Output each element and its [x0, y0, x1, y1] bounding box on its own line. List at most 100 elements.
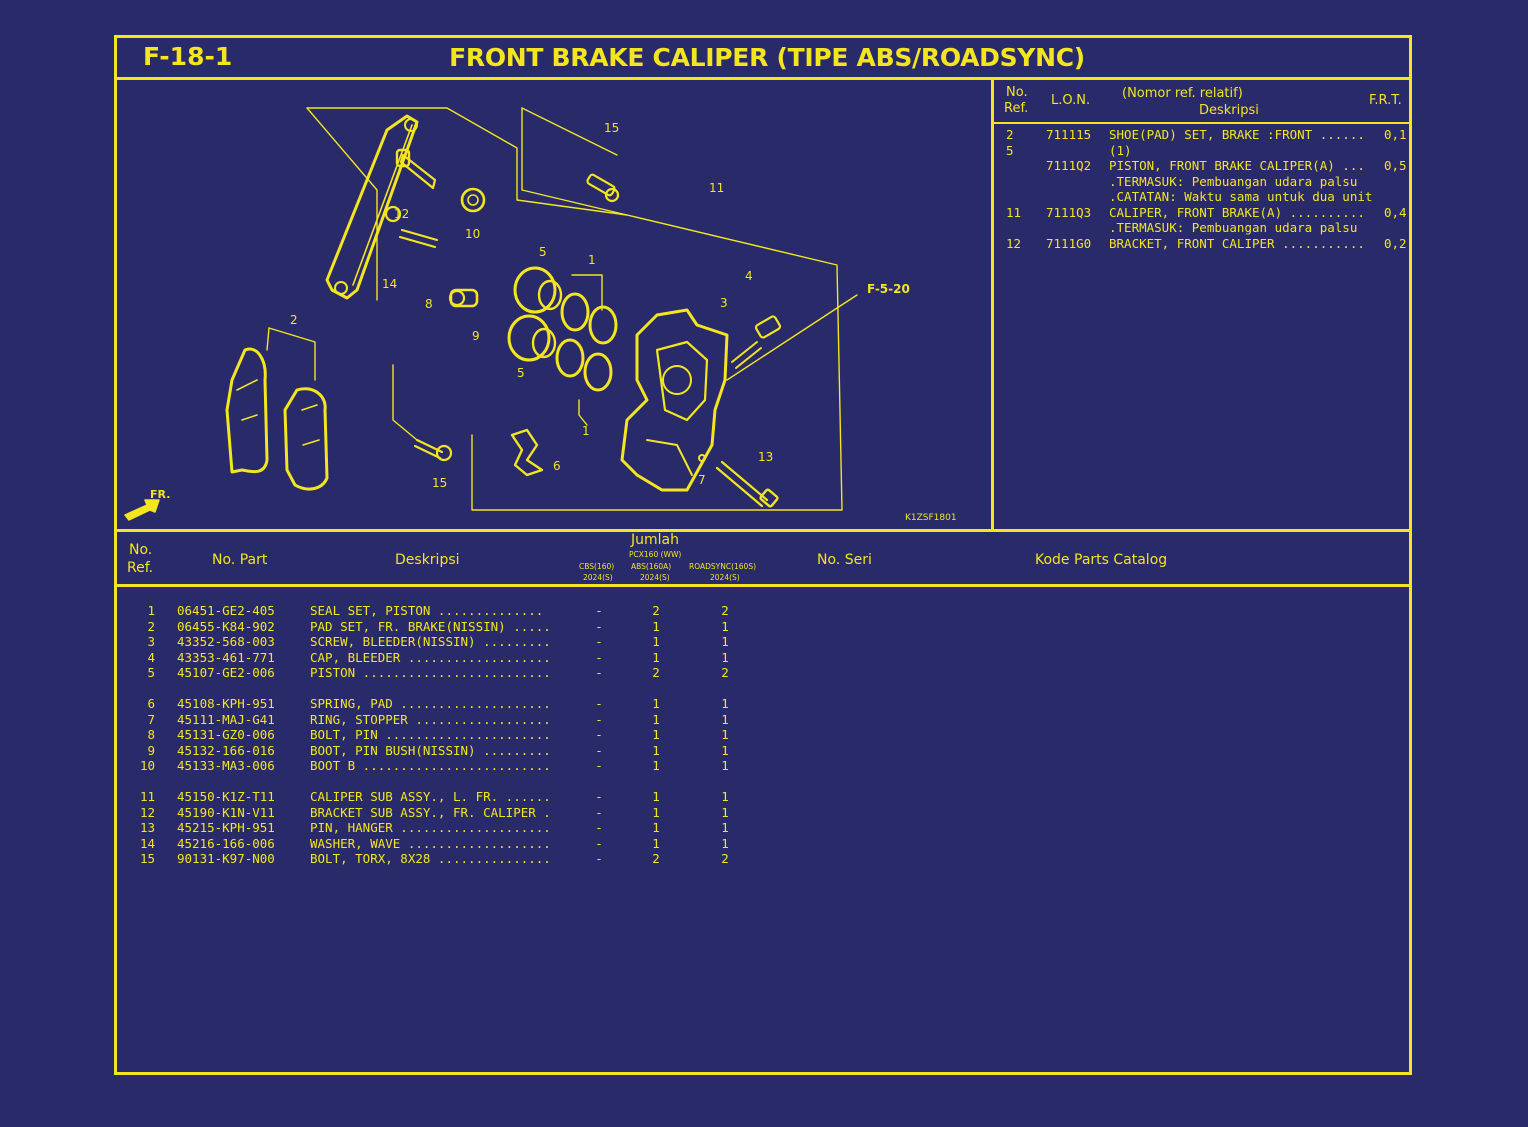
- lon-frt: 0,4: [1384, 204, 1407, 220]
- lon-ref: 12: [1006, 235, 1022, 251]
- part-desc: SCREW, BLEEDER(NISSIN) .........: [310, 634, 551, 649]
- lon-desc: BRACKET, FRONT CALIPER ...........: [1109, 235, 1365, 251]
- part-ref: 14: [139, 835, 155, 851]
- part-q1: -: [595, 742, 603, 758]
- part-desc: SPRING, PAD ....................: [310, 696, 551, 711]
- callout-14: 14: [382, 277, 397, 291]
- lon-header-frt: F.R.T.: [1369, 93, 1402, 108]
- parts-header-col2-year: 2024(S): [640, 573, 670, 582]
- part-ref: 11: [139, 789, 155, 804]
- part-q2: 1: [652, 727, 660, 742]
- part-part[interactable]: 43352-568-003: [177, 634, 275, 649]
- parts-header-col3: ROADSYNC(160S): [689, 562, 757, 571]
- front-direction-label: FR.: [150, 488, 170, 501]
- part-q3: 1: [721, 758, 729, 773]
- title-bar: F-18-1 FRONT BRAKE CALIPER (TIPE ABS/ROA…: [117, 38, 1409, 80]
- part-part[interactable]: 45216-166-006: [177, 835, 275, 851]
- page-title: FRONT BRAKE CALIPER (TIPE ABS/ROADSYNC): [449, 43, 1085, 72]
- part-part[interactable]: 90131-K97-N00: [177, 851, 275, 866]
- part-q1: -: [595, 758, 603, 773]
- parts-header-jumlah: Jumlah: [631, 532, 679, 548]
- part-desc: BOLT, PIN ......................: [310, 727, 551, 742]
- callout-8: 8: [425, 297, 433, 311]
- part-q2: 2: [652, 851, 660, 866]
- lon-desc: PISTON, FRONT BRAKE CALIPER(A) ...: [1109, 158, 1365, 173]
- part-ref: 15: [139, 851, 155, 866]
- part-ref: 1: [147, 603, 155, 618]
- part-q1: -: [595, 634, 603, 649]
- part-q2: 1: [652, 696, 660, 711]
- part-desc: WASHER, WAVE ...................: [310, 835, 551, 851]
- lon-panel: No. Ref. L.O.N. (Nomor ref. relatif) Des…: [994, 80, 1412, 532]
- part-part[interactable]: 06455-K84-902: [177, 618, 275, 634]
- part-desc: PAD SET, FR. BRAKE(NISSIN) .....: [310, 618, 551, 634]
- part-ref: 7: [147, 711, 155, 727]
- part-q3: 2: [721, 851, 729, 866]
- part-q2: 1: [652, 789, 660, 804]
- figure-code: F-18-1: [143, 42, 233, 71]
- catalog-frame: F-18-1 FRONT BRAKE CALIPER (TIPE ABS/ROA…: [114, 35, 1412, 1075]
- lon-lon: 7111Q3: [1046, 204, 1092, 220]
- part-q3: 1: [721, 804, 729, 820]
- part-part[interactable]: 45133-MA3-006: [177, 758, 275, 773]
- parts-header-no-seri: No. Seri: [817, 552, 872, 568]
- part-q1: -: [595, 727, 603, 742]
- part-ref: 8: [147, 727, 155, 742]
- part-q1: -: [595, 820, 603, 835]
- callout-6: 6: [553, 459, 561, 473]
- part-desc: SEAL SET, PISTON ..............: [310, 603, 544, 618]
- part-part[interactable]: 45108-KPH-951: [177, 696, 275, 711]
- part-part[interactable]: 45131-GZ0-006: [177, 727, 275, 742]
- lon-desc: SHOE(PAD) SET, BRAKE :FRONT ......: [1109, 127, 1365, 142]
- part-q3: 1: [721, 618, 729, 634]
- part-desc: PIN, HANGER ....................: [310, 820, 551, 835]
- lon-ref: 2: [1006, 127, 1014, 142]
- lon-desc: .CATATAN: Waktu sama untuk dua unit: [1109, 189, 1373, 204]
- part-q2: 1: [652, 804, 660, 820]
- part-q1: -: [595, 804, 603, 820]
- callout-12: 12: [394, 207, 409, 221]
- part-desc: BOOT B .........................: [310, 758, 551, 773]
- lon-desc: .TERMASUK: Pembuangan udara palsu: [1109, 220, 1358, 235]
- part-q2: 2: [652, 603, 660, 618]
- callout-13: 13: [758, 450, 773, 464]
- part-part[interactable]: 45215-KPH-951: [177, 820, 275, 835]
- part-part[interactable]: 45150-K1Z-T11: [177, 789, 275, 804]
- part-desc: CAP, BLEEDER ...................: [310, 649, 551, 665]
- part-q3: 2: [721, 603, 729, 618]
- lon-lon: 7111Q2: [1046, 158, 1092, 173]
- part-part[interactable]: 45190-K1N-V11: [177, 804, 275, 820]
- lon-table-header: No. Ref. L.O.N. (Nomor ref. relatif) Des…: [994, 80, 1412, 124]
- part-part[interactable]: 43353-461-771: [177, 649, 275, 665]
- part-part[interactable]: 45111-MAJ-G41: [177, 711, 275, 727]
- part-q2: 1: [652, 634, 660, 649]
- part-part[interactable]: 45132-166-016: [177, 742, 275, 758]
- parts-header-deskripsi: Deskripsi: [395, 552, 460, 568]
- lon-header-lon: L.O.N.: [1051, 93, 1091, 108]
- lon-lon: 7111G0: [1046, 235, 1092, 251]
- part-part[interactable]: 06451-GE2-405: [177, 603, 275, 618]
- diagram-illustration: 15 12 10 11 14 8 5 1 4 3 9 2 5 1 6 15 7 …: [124, 107, 910, 521]
- lon-frt: 0,1: [1384, 127, 1407, 142]
- lon-ref: 11: [1006, 204, 1022, 220]
- exploded-diagram: 15 12 10 11 14 8 5 1 4 3 9 2 5 1 6 15 7 …: [117, 80, 994, 532]
- part-q1: -: [595, 603, 603, 618]
- part-q2: 1: [652, 758, 660, 773]
- part-desc: PISTON .........................: [310, 665, 551, 680]
- part-q3: 1: [721, 634, 729, 649]
- part-part[interactable]: 45107-GE2-006: [177, 665, 275, 680]
- part-q3: 2: [721, 665, 729, 680]
- part-ref: 3: [147, 634, 155, 649]
- lon-header-nomor: (Nomor ref. relatif): [1122, 86, 1243, 101]
- callout-1-bottom: 1: [582, 424, 590, 438]
- ref-link-f-5-20[interactable]: F-5-20: [867, 282, 910, 296]
- callout-10: 10: [465, 227, 480, 241]
- part-desc: RING, STOPPER ..................: [310, 711, 551, 727]
- parts-header-col3-year: 2024(S): [710, 573, 740, 582]
- callout-7: 7: [698, 473, 706, 487]
- lon-header-ref: Ref.: [1004, 101, 1029, 116]
- part-q2: 1: [652, 820, 660, 835]
- parts-header-col2: ABS(160A): [631, 562, 672, 571]
- part-q1: -: [595, 649, 603, 665]
- lon-ref: 5: [1006, 142, 1014, 158]
